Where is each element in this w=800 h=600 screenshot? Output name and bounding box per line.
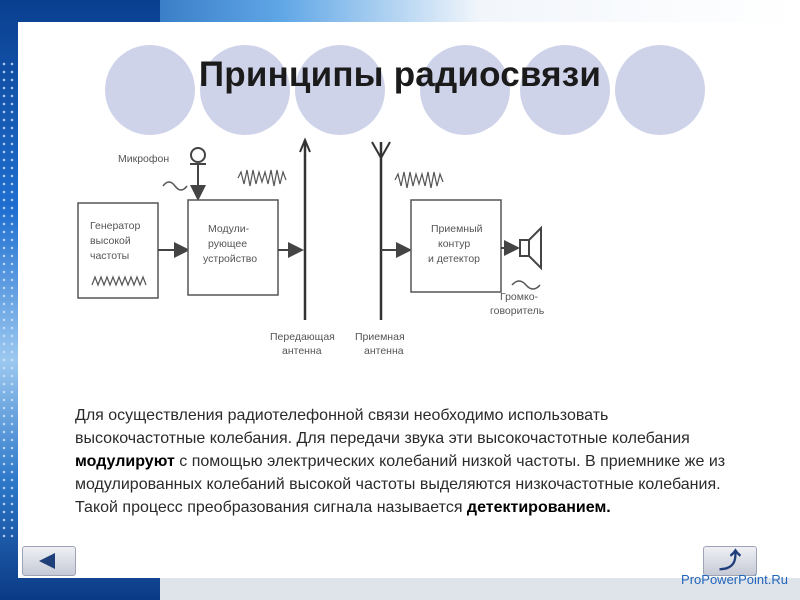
rx-antenna-label-line2: антенна: [364, 345, 404, 357]
modulated-wave-icon: [237, 169, 287, 187]
decor-circle: [520, 45, 610, 135]
return-button[interactable]: ⤴: [703, 546, 757, 576]
description-text-part1: Для осуществления радиотелефонной связи …: [75, 407, 690, 447]
hf-wave-icon: [91, 275, 147, 287]
description-paragraph: Для осуществления радиотелефонной связи …: [75, 404, 735, 519]
speaker-icon: [519, 225, 542, 271]
decor-circle: [200, 45, 290, 135]
receiver-label-line1: Приемный: [431, 223, 483, 235]
brand-label: ProPowerPoint.Ru: [681, 572, 788, 587]
microphone-icon: [190, 147, 206, 163]
label-microphone: Микрофон: [118, 153, 169, 165]
generator-label-line2: высокой: [90, 235, 131, 247]
decor-circle: [295, 45, 385, 135]
term-detection: детектированием.: [466, 499, 611, 516]
modulator-label-line1: Модули-: [208, 223, 250, 235]
decor-circle: [615, 45, 705, 135]
return-icon: ⤴: [718, 548, 741, 573]
prev-slide-button[interactable]: [22, 546, 76, 576]
receiver-label-line3: и детектор: [428, 253, 480, 265]
sound-wave-icon: [511, 280, 541, 290]
generator-label-line1: Генератор: [90, 220, 140, 232]
receiver-block: [410, 199, 502, 293]
term-modulate: модулируют: [75, 453, 175, 470]
tx-antenna-label-line2: антенна: [282, 345, 322, 357]
description-text-part2: с помощью электрических колебаний низкой…: [75, 453, 726, 516]
low-frequency-wave-icon: [162, 181, 188, 191]
modulator-block: [187, 199, 279, 296]
receiver-label-line2: контур: [438, 238, 470, 250]
modulator-label-line2: рующее: [208, 238, 247, 250]
tx-antenna-label-line1: Передающая: [270, 331, 335, 343]
radio-scheme-diagram: Микрофон Генератор высокой частоты Модул…: [77, 137, 545, 357]
decor-circle: [105, 45, 195, 135]
received-wave-icon: [394, 171, 444, 189]
speaker-label-line2: говоритель: [490, 305, 545, 317]
slide-title: Принципы радиосвязи: [198, 55, 602, 94]
rx-antenna-label-line1: Приемная: [355, 331, 405, 343]
decor-circle: [420, 45, 510, 135]
modulator-label-line3: устройство: [203, 253, 257, 265]
speaker-label-line1: Громко-: [500, 291, 539, 303]
generator-label-line3: частоты: [90, 250, 129, 262]
decor-top-strip: [0, 0, 800, 22]
